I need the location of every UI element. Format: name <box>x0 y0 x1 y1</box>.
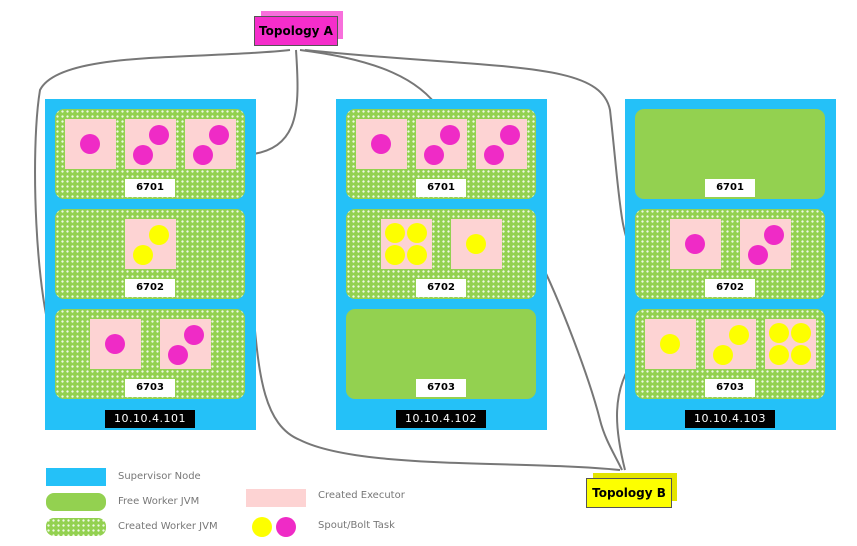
pink-task <box>184 325 204 345</box>
executor <box>670 219 721 269</box>
executor <box>451 219 502 269</box>
yellow-task <box>729 325 749 345</box>
free-worker-jvm: 6701 <box>635 109 825 199</box>
pink-task <box>685 234 705 254</box>
yellow-task <box>407 223 427 243</box>
link-a-node1-6701 <box>245 49 299 156</box>
pink-task <box>748 245 768 265</box>
pink-task <box>168 345 188 365</box>
executor <box>416 119 467 169</box>
executor <box>476 119 527 169</box>
worker-port: 6703 <box>125 379 175 397</box>
topology-a-box: Topology A <box>254 16 338 46</box>
pink-task <box>424 145 444 165</box>
node-ip-label: 10.10.4.102 <box>396 410 486 428</box>
legend-task-label: Spout/Bolt Task <box>318 520 395 531</box>
executor <box>381 219 432 269</box>
worker-port: 6701 <box>705 179 755 197</box>
legend-pink-task <box>276 517 296 537</box>
yellow-task <box>133 245 153 265</box>
legend-supervisor-label: Supervisor Node <box>118 471 201 482</box>
yellow-task <box>769 345 789 365</box>
legend-created-worker-swatch <box>46 518 106 536</box>
pink-task <box>371 134 391 154</box>
created-worker-jvm: 6701 <box>346 109 536 199</box>
yellow-task <box>385 245 405 265</box>
link-b-node2-6702 <box>536 254 623 471</box>
pink-task <box>105 334 125 354</box>
yellow-task <box>660 334 680 354</box>
executor <box>765 319 816 369</box>
executor <box>65 119 116 169</box>
worker-port: 6701 <box>125 179 175 197</box>
pink-task <box>500 125 520 145</box>
created-worker-jvm: 6701 <box>55 109 245 199</box>
yellow-task <box>149 225 169 245</box>
yellow-task <box>407 245 427 265</box>
yellow-task <box>791 345 811 365</box>
executor <box>125 219 176 269</box>
yellow-task <box>791 323 811 343</box>
worker-port: 6701 <box>416 179 466 197</box>
created-worker-jvm: 6702 <box>635 209 825 299</box>
link-a-node3-6702 <box>304 49 638 259</box>
pink-task <box>484 145 504 165</box>
legend-executor-label: Created Executor <box>318 490 405 501</box>
topology-b-box: Topology B <box>586 478 672 508</box>
worker-port: 6702 <box>125 279 175 297</box>
pink-task <box>440 125 460 145</box>
executor <box>125 119 176 169</box>
supervisor-node: 6701 6702 6703 10.10.4.101 <box>45 99 256 430</box>
created-worker-jvm: 6703 <box>635 309 825 399</box>
link-a-node1-6703 <box>34 49 291 353</box>
executor <box>645 319 696 369</box>
worker-port: 6703 <box>705 379 755 397</box>
legend-created-worker-label: Created Worker JVM <box>118 521 218 532</box>
supervisor-node: 6701 6702 6703 10.10.4.103 <box>625 99 836 430</box>
yellow-task <box>769 323 789 343</box>
executor <box>90 319 141 369</box>
yellow-task <box>466 234 486 254</box>
executor <box>356 119 407 169</box>
worker-port: 6702 <box>416 279 466 297</box>
yellow-task <box>713 345 733 365</box>
pink-task <box>149 125 169 145</box>
pink-task <box>764 225 784 245</box>
node-ip-label: 10.10.4.101 <box>105 410 195 428</box>
free-worker-jvm: 6703 <box>346 309 536 399</box>
pink-task <box>80 134 100 154</box>
created-worker-jvm: 6702 <box>346 209 536 299</box>
created-worker-jvm: 6702 <box>55 209 245 299</box>
supervisor-node: 6701 6702 6703 10.10.4.102 <box>336 99 547 430</box>
pink-task <box>209 125 229 145</box>
pink-task <box>133 145 153 165</box>
legend-supervisor-swatch <box>46 468 106 486</box>
node-ip-label: 10.10.4.103 <box>685 410 775 428</box>
legend-executor-swatch <box>246 489 306 507</box>
legend-free-worker-swatch <box>46 493 106 511</box>
executor <box>160 319 211 369</box>
worker-port: 6703 <box>416 379 466 397</box>
executor <box>740 219 791 269</box>
executor <box>705 319 756 369</box>
executor <box>185 119 236 169</box>
yellow-task <box>385 223 405 243</box>
worker-port: 6702 <box>705 279 755 297</box>
legend-free-worker-label: Free Worker JVM <box>118 496 200 507</box>
pink-task <box>193 145 213 165</box>
legend-yellow-task <box>252 517 272 537</box>
created-worker-jvm: 6703 <box>55 309 245 399</box>
